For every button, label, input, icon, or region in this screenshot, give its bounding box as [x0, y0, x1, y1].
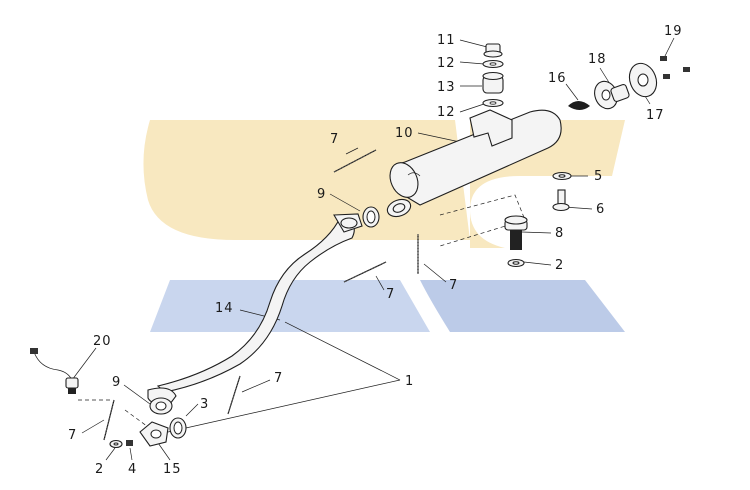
callout-18: 18 [588, 52, 607, 67]
callout-6: 6 [596, 202, 605, 217]
spring-part-7-a [333, 149, 377, 173]
callout-5: 5 [594, 169, 603, 184]
mount-parts-11-13 [482, 43, 504, 108]
rubber-mount-part-8 [504, 215, 528, 268]
callout-7-middle: 7 [386, 287, 395, 302]
callout-13: 13 [437, 80, 456, 95]
exhaust-pipe-part-14 [147, 213, 363, 415]
callout-12-bottom: 12 [437, 105, 456, 120]
callout-1: 1 [405, 374, 414, 389]
leader-lines [71, 37, 675, 461]
callout-12-top: 12 [437, 56, 456, 71]
callout-4: 4 [128, 462, 137, 477]
callout-8: 8 [555, 226, 564, 241]
sensor-part-20 [30, 348, 79, 394]
muffler-part-10 [386, 109, 562, 218]
callout-14: 14 [215, 301, 234, 316]
spring-part-7-b [343, 261, 387, 283]
watermark-blue-shape [150, 280, 430, 332]
callout-7-right: 7 [449, 278, 458, 293]
end-cap-parts-16-19 [568, 56, 690, 110]
watermark-logo [143, 120, 625, 332]
callout-17: 17 [646, 108, 665, 123]
callout-11: 11 [437, 33, 456, 48]
callout-19: 19 [664, 24, 683, 39]
callout-2-left: 2 [95, 462, 104, 477]
lower-fittings-2-3-4-15 [109, 417, 187, 449]
callout-7-lower-right: 7 [274, 371, 283, 386]
callout-7-lower-left: 7 [68, 428, 77, 443]
callout-10: 10 [395, 126, 414, 141]
callout-20: 20 [93, 334, 112, 349]
fastener-parts-5-6 [552, 171, 572, 212]
spring-part-7-e [103, 399, 115, 441]
callout-7-upper: 7 [330, 132, 339, 147]
callout-15: 15 [163, 462, 182, 477]
callout-3: 3 [200, 397, 209, 412]
callout-16: 16 [548, 71, 567, 86]
callout-labels: 11 12 13 12 10 16 18 19 17 5 6 7 9 8 2 7… [68, 24, 683, 477]
callout-9-upper: 9 [317, 187, 326, 202]
gasket-part-9-upper [362, 206, 380, 228]
callout-9-lower: 9 [112, 375, 121, 390]
callout-2-right: 2 [555, 258, 564, 273]
watermark-blue-arc [420, 280, 625, 332]
spring-part-7-d [227, 375, 241, 415]
